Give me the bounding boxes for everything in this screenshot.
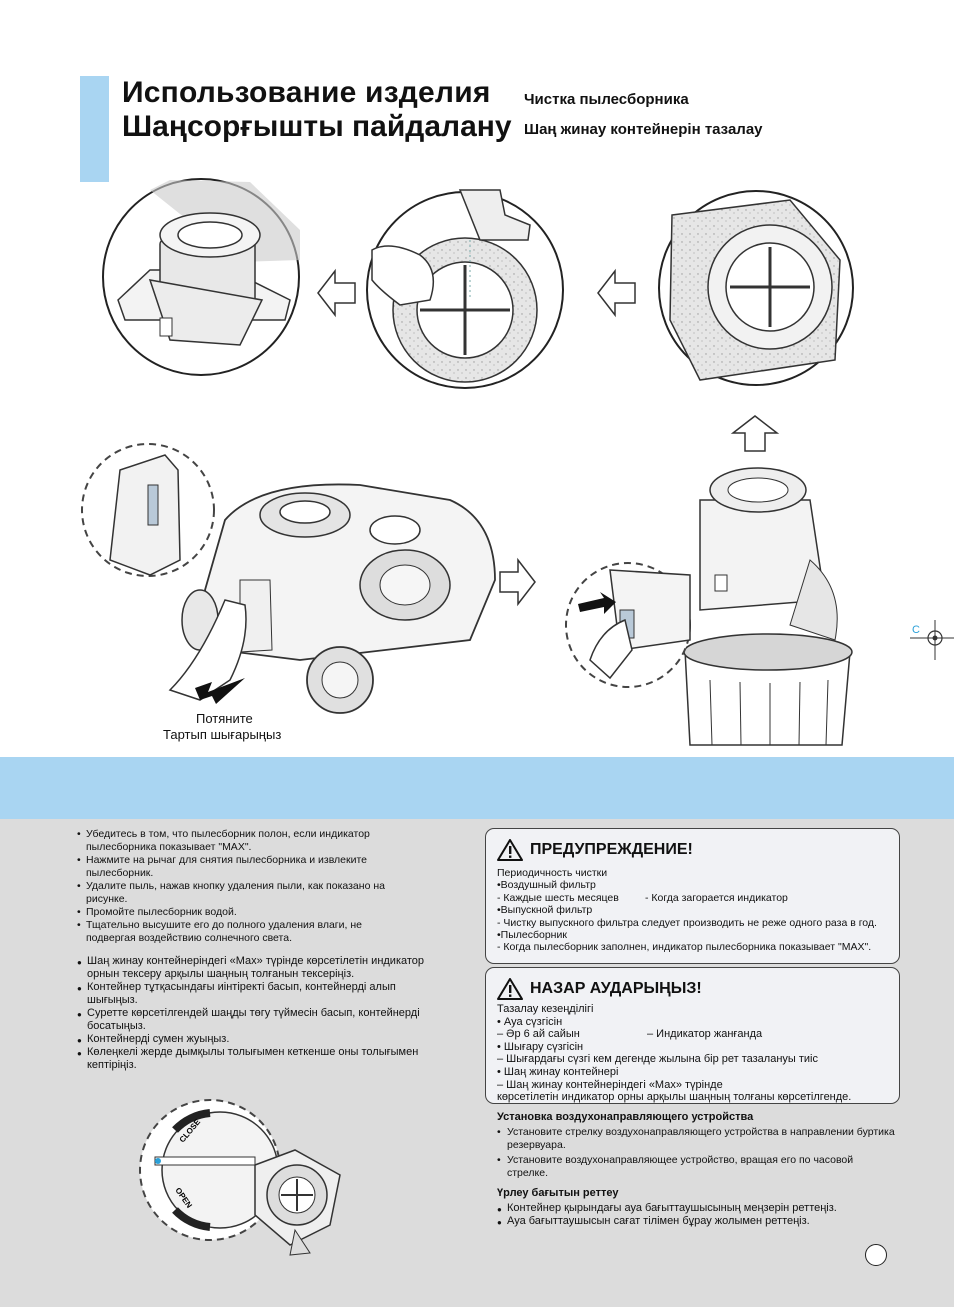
- airguide-list-ru: Установите стрелку воздухонаправляющего …: [497, 1126, 897, 1180]
- list-item: Шаң жинау контейнеріндегі «Мах» түрінде …: [77, 955, 427, 981]
- warning-line: • Шаң жинау контейнері: [497, 1065, 619, 1078]
- instructions-list-kk: Шаң жинау контейнеріндегі «Мах» түрінде …: [77, 955, 427, 1072]
- warning-body-kk: Тазалау кезеңділігі • Ауа сүзгісін – Әр …: [497, 1003, 851, 1104]
- page-number-marker: [865, 1244, 887, 1266]
- list-item: Суретте көрсетілгендей шаңды төгу түймес…: [77, 1007, 427, 1033]
- list-item: Көлеңкелі жерде дымқылы толығымен кеткен…: [77, 1046, 427, 1072]
- warning-line: - Каждые шесть месяцев: [497, 891, 619, 904]
- list-item: Нажмите на рычаг для снятия пылесборника…: [77, 854, 407, 880]
- warning-line: - Когда пылесборник заполнен, индикатор …: [497, 941, 872, 954]
- warning-line: – Шаң жинау контейнеріндегі «Мах» түрінд…: [497, 1078, 723, 1091]
- warning-line-row: - Каждые шесть месяцев - Когда загораетс…: [497, 892, 877, 904]
- list-item: Промойте пылесборник водой.: [77, 906, 407, 919]
- warning-line: •Пылесборник: [497, 929, 567, 942]
- warning-aside: - Когда загорается индикатор: [645, 891, 788, 904]
- arrow-left-icon: [317, 268, 356, 318]
- warning-aside: – Индикатор жанғанда: [647, 1028, 763, 1041]
- warning-title-ru: ПРЕДУПРЕЖДЕНИЕ!: [530, 841, 693, 858]
- warning-icon: [497, 839, 523, 861]
- step-reassemble-illustration: [102, 178, 300, 376]
- step-dusty-bin-illustration: [658, 190, 854, 386]
- list-item: Контейнер қырындағы ауа бағыттаушысының …: [497, 1202, 897, 1216]
- warning-line: • Шығару сүзгісін: [497, 1040, 584, 1053]
- section-band: [0, 757, 954, 819]
- section-subtitle-kk: Шаң жинау контейнерін тазалау: [524, 121, 763, 138]
- warning-line: Периодичность чистки: [497, 867, 608, 879]
- list-item: Установите стрелку воздухонаправляющего …: [497, 1126, 897, 1152]
- warning-line-row: – Әр 6 ай сайын – Индикатор жанғанда: [497, 1028, 851, 1041]
- empty-bin-illustration: [565, 467, 853, 746]
- vacuum-cleaner-illustration: [81, 443, 496, 714]
- warning-line: көрсетілетін индикатор орны арқылы шаңны…: [497, 1091, 852, 1104]
- list-item: Тщательно высушите его до полного удален…: [77, 919, 407, 945]
- list-item: Контейнер тұтқасындағы иінтіректі басып,…: [77, 981, 427, 1007]
- section-subtitle-ru: Чистка пылесборника: [524, 91, 689, 108]
- airguide-title-kk: Үрлеу бағытын реттеу: [497, 1187, 619, 1199]
- warning-line: • Ауа сүзгісін: [497, 1015, 563, 1028]
- crop-mark-icon: [910, 620, 954, 660]
- pull-label-ru: Потяните: [196, 711, 253, 726]
- airguide-title-ru: Установка воздухонаправляющего устройств…: [497, 1111, 754, 1123]
- list-item: Убедитесь в том, что пылесборник полон, …: [77, 828, 407, 854]
- crop-mark-label: C: [912, 624, 920, 636]
- warning-line: - Чистку выпускного фильтра следует прои…: [497, 916, 877, 929]
- arrow-left-icon: [597, 268, 636, 318]
- header-accent-bar: [80, 76, 109, 182]
- warning-line: •Воздушный фильтр: [497, 879, 596, 892]
- warning-title-kk: НАЗАР АУДАРЫҢЫЗ!: [530, 980, 702, 997]
- cleaning-illustrations: [81, 178, 954, 746]
- list-item: Контейнерді сумен жуыңыз.: [77, 1033, 427, 1047]
- list-item: Установите воздухонаправляющее устройств…: [497, 1154, 897, 1180]
- warning-body-ru: Периодичность чистки •Воздушный фильтр -…: [497, 867, 877, 954]
- arrow-right-icon: [499, 557, 536, 607]
- warning-icon: [497, 978, 523, 1000]
- list-item: Ауа бағыттаушысын сағат тілімен бұрау жо…: [497, 1215, 897, 1229]
- warning-box-kk: НАЗАР АУДАРЫҢЫЗ! Тазалау кезеңділігі • А…: [485, 967, 900, 1104]
- arrow-up-icon: [730, 415, 780, 452]
- airguide-dial-illustration: CLOSE OPEN: [139, 1099, 341, 1256]
- airguide-list-kk: Контейнер қырындағы ауа бағыттаушысының …: [497, 1202, 897, 1229]
- warning-line: – Әр 6 ай сайын: [497, 1028, 580, 1041]
- list-item: Удалите пыль, нажав кнопку удаления пыли…: [77, 880, 407, 906]
- warning-box-ru: ПРЕДУПРЕЖДЕНИЕ! Периодичность чистки •Во…: [485, 828, 900, 964]
- warning-line: •Выпускной фильтр: [497, 904, 593, 917]
- page-title-ru: Использование изделия: [122, 76, 491, 109]
- page-title-kk: Шаңсорғышты пайдалану: [122, 110, 512, 143]
- step-wash-illustration: [366, 189, 564, 389]
- warning-line: Тазалау кезеңділігі: [497, 1003, 594, 1015]
- pull-label-kk: Тартып шығарыңыз: [163, 727, 282, 742]
- warning-line: – Шығардағы сүзгі кем дегенде жылына бір…: [497, 1053, 818, 1066]
- instructions-list-ru: Убедитесь в том, что пылесборник полон, …: [77, 828, 407, 945]
